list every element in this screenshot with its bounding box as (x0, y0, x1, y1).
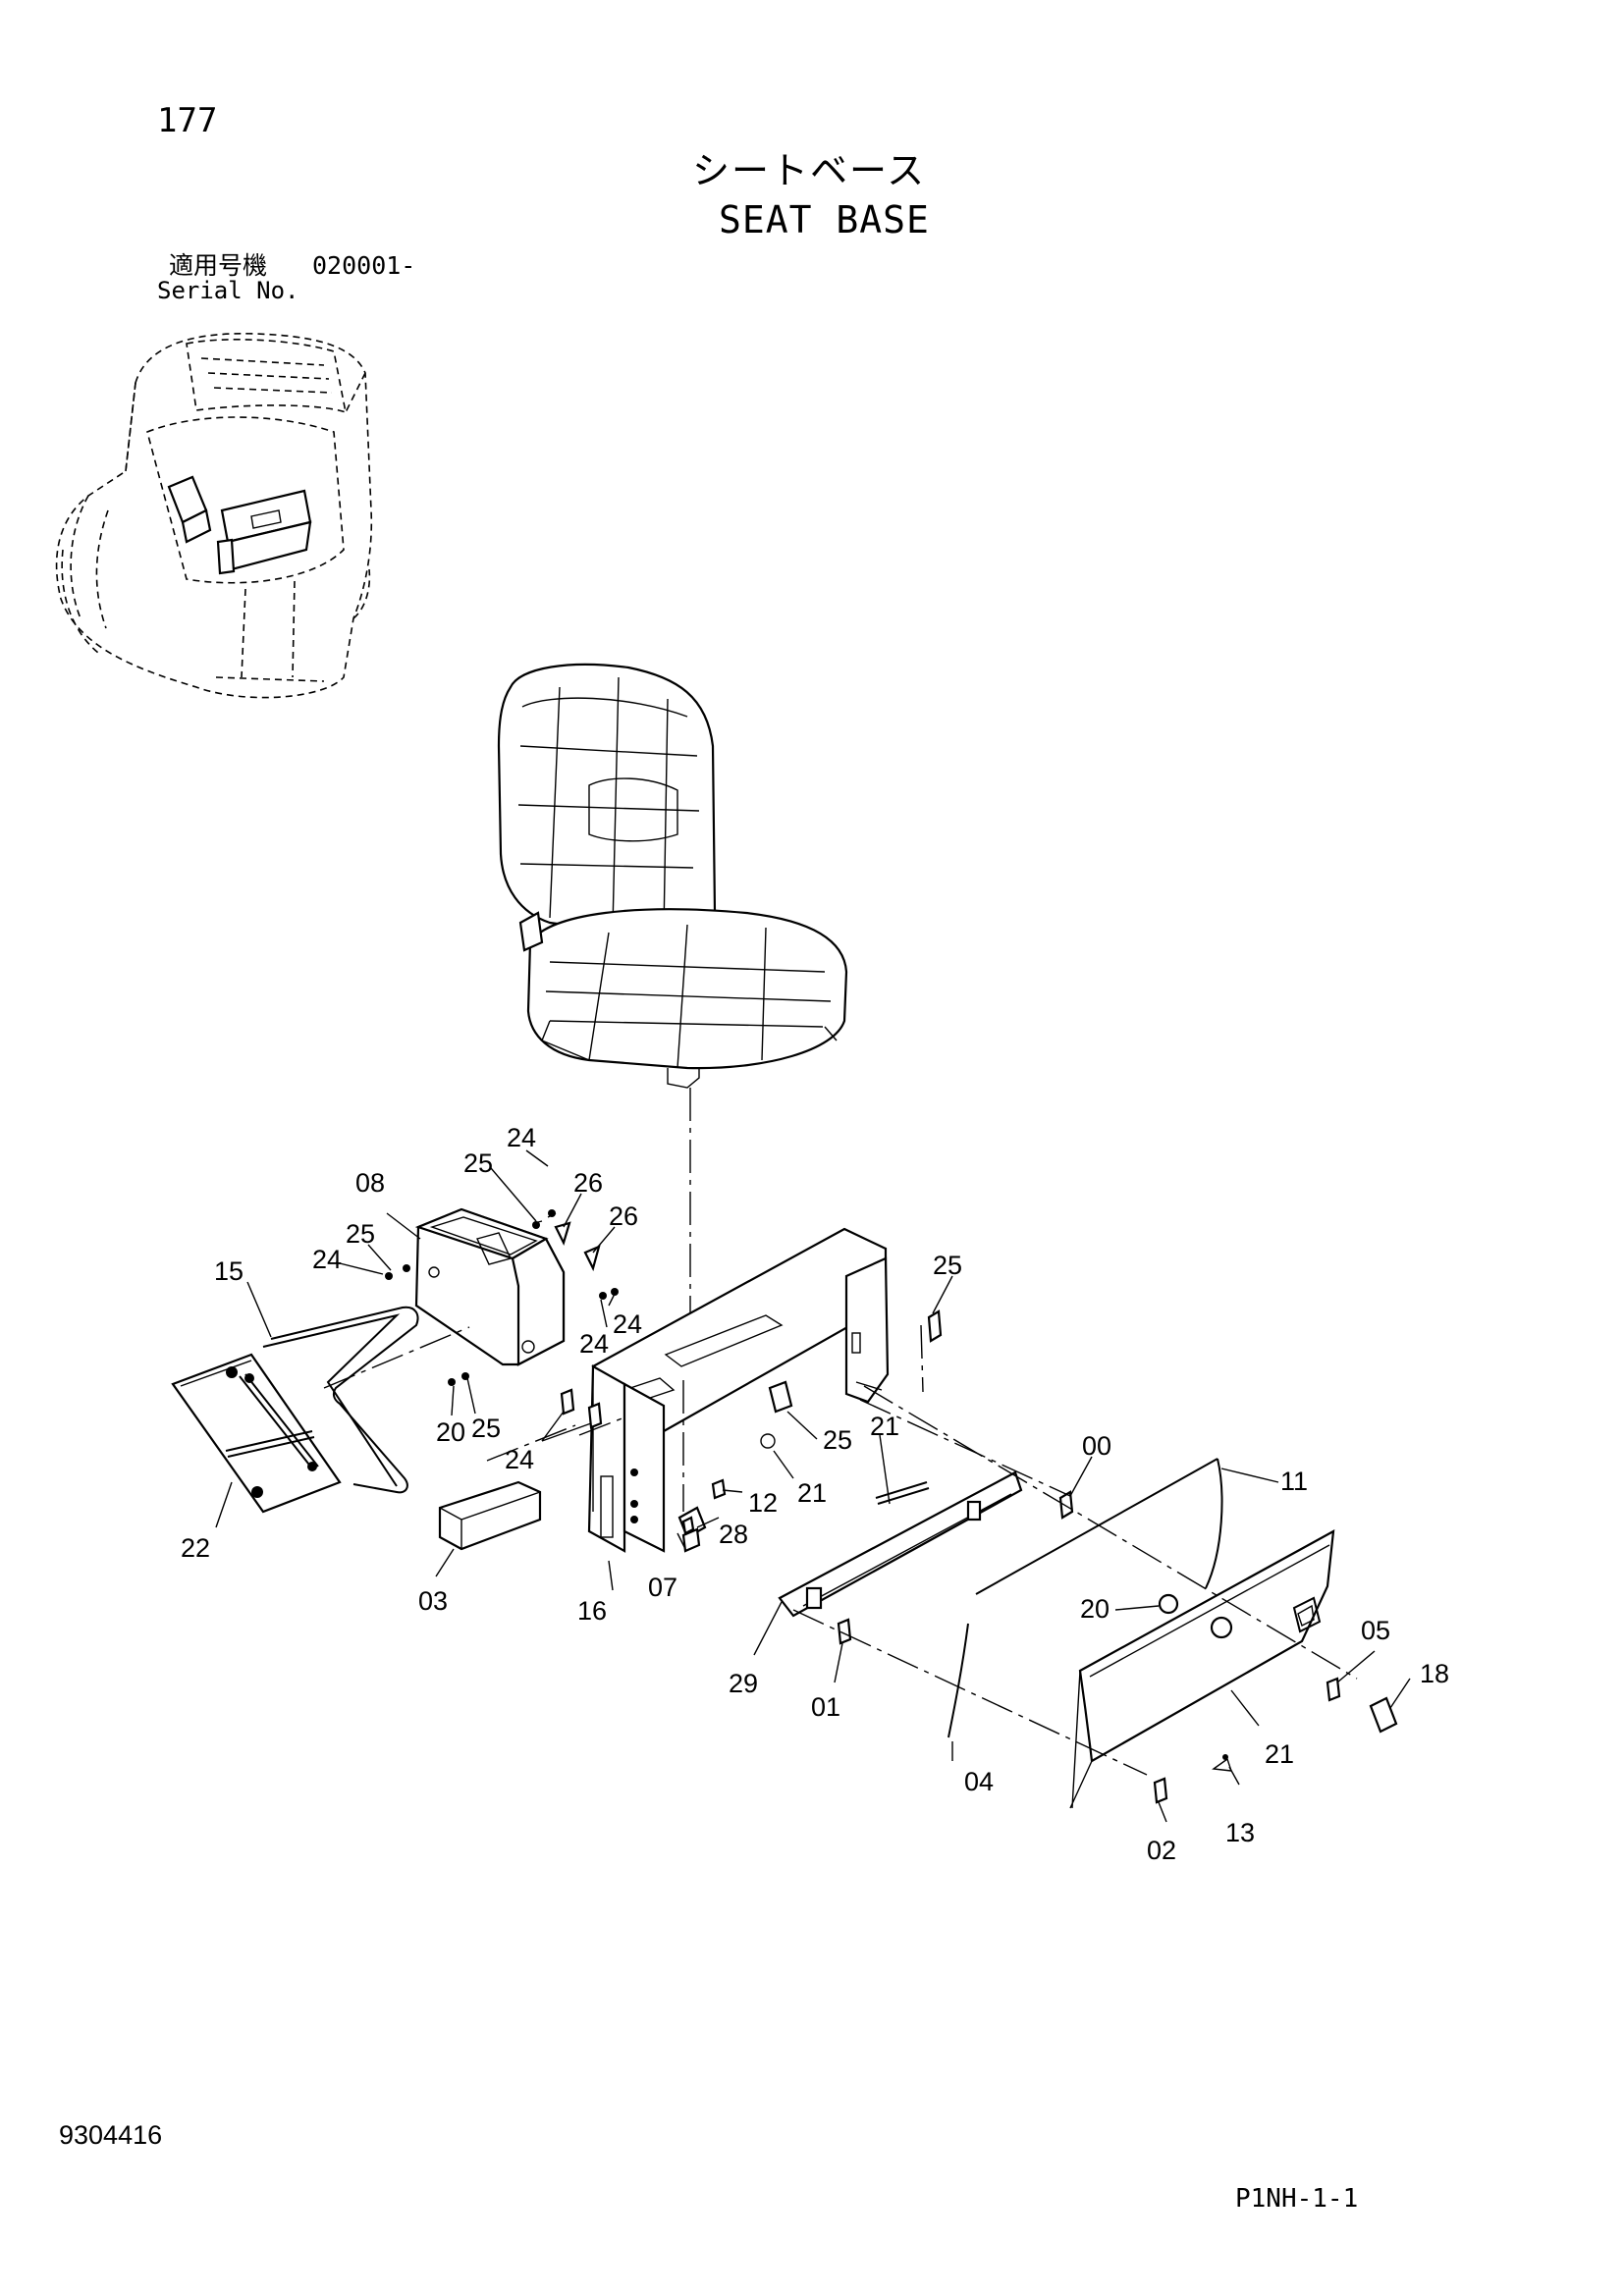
page-reference: P1NH-1-1 (1235, 2184, 1359, 2214)
document-code: 9304416 (59, 2120, 163, 2150)
callout-29: 02 (1147, 1836, 1176, 1865)
leader-lines (215, 1149, 1411, 1823)
callout-02: 21 (1265, 1739, 1294, 1769)
serial-label-japanese: 適用号機 (169, 251, 268, 280)
pad (438, 1480, 542, 1551)
callout-03: 28 (719, 1520, 748, 1549)
serial-label-english: Serial No. (157, 277, 299, 304)
callout-05: 16 (577, 1596, 607, 1626)
callout-25: 25 (471, 1414, 501, 1443)
callout-24: 24 (312, 1245, 342, 1274)
callout-20: 07 (648, 1573, 677, 1602)
callout-28: 21 (797, 1478, 827, 1508)
rail-bracket (778, 1470, 1023, 1618)
console-box (414, 1207, 566, 1366)
title-english: SEAT BASE (719, 198, 930, 241)
callout-15: 15 (214, 1256, 244, 1286)
callout-08: 08 (355, 1168, 385, 1198)
armrest-bracket (171, 1353, 342, 1514)
callout-25: 24 (579, 1329, 609, 1359)
callout-11: 21 (870, 1412, 899, 1441)
callout-24: 24 (507, 1123, 536, 1152)
callout-01: 18 (1420, 1659, 1449, 1688)
callout-10: 13 (1225, 1818, 1255, 1847)
callout-labels: 24 25 26 08 26 25 24 15 24 25 24 20 25 2… (181, 1123, 1449, 1865)
callout-22: 12 (748, 1488, 778, 1518)
callout-21: 00 (1082, 1431, 1111, 1461)
callout-26: 26 (573, 1168, 603, 1198)
callout-00: 25 (823, 1425, 852, 1455)
callout-12: 11 (1280, 1467, 1308, 1496)
callout-21: 01 (811, 1692, 840, 1722)
handle-rod (262, 1306, 419, 1494)
callout-18: 20 (1080, 1594, 1110, 1624)
page-number: 177 (157, 101, 218, 140)
serial-value: 020001- (312, 251, 416, 280)
callout-07: 22 (181, 1533, 210, 1563)
cab-overview-inset (55, 332, 373, 699)
callout-26: 26 (609, 1201, 638, 1231)
callout-20: 25 (933, 1251, 962, 1280)
callout-13: 04 (964, 1767, 994, 1796)
seat-base-stand (587, 1227, 890, 1553)
cover-panel (1069, 1529, 1335, 1809)
callout-21: 24 (505, 1445, 534, 1474)
callout-16: 03 (418, 1586, 448, 1616)
callout-29: 05 (1361, 1616, 1390, 1645)
operator-seat (497, 663, 848, 1089)
callout-24: 20 (436, 1417, 465, 1447)
title-japanese: シートベース (692, 149, 927, 192)
center-lines (323, 1324, 1358, 1776)
callout-04: 29 (729, 1669, 758, 1698)
callout-25: 25 (346, 1219, 375, 1249)
callout-25: 25 (463, 1148, 493, 1178)
callout-24: 24 (613, 1309, 642, 1339)
